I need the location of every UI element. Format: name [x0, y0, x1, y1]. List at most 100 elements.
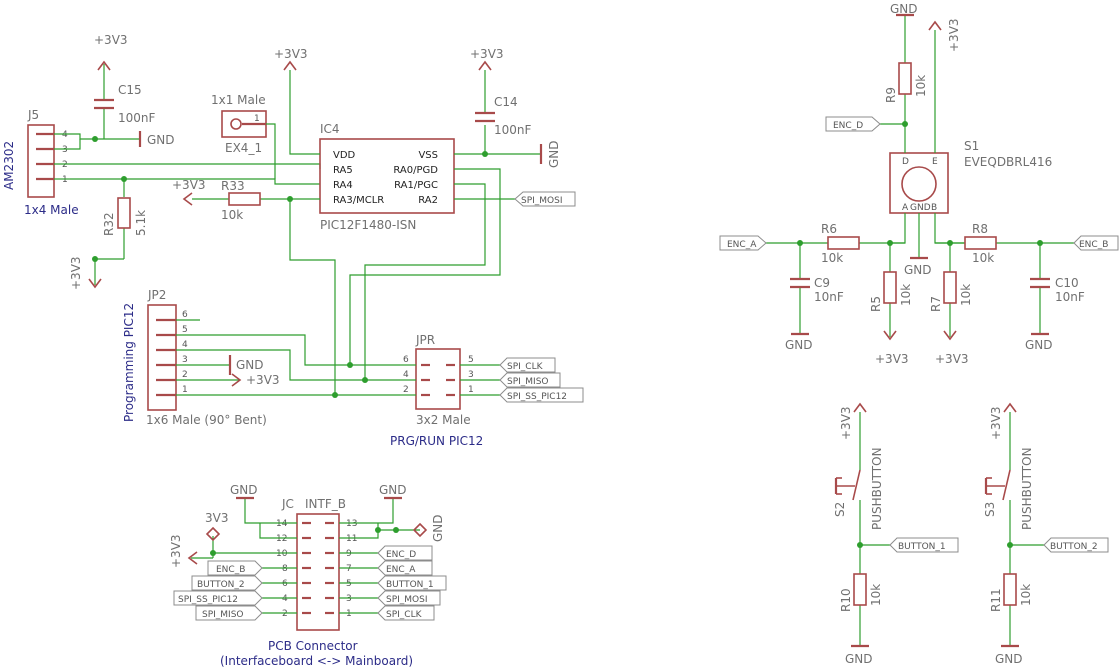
- jp2-ref: JP2: [147, 288, 166, 302]
- net-flag-spi-ss-left: SPI_SS_PIC12: [173, 590, 263, 606]
- s2-pushbutton: S2 PUSHBUTTON: [833, 412, 890, 646]
- net-label-enc-b: ENC_B: [216, 565, 245, 575]
- gnd-label: GND: [890, 2, 918, 16]
- junction: [482, 151, 488, 157]
- r9-ref: R9: [884, 87, 898, 103]
- gnd-label: GND: [995, 652, 1023, 666]
- jc-subtitle: (Interfaceboard <-> Mainboard): [220, 654, 413, 668]
- net-label-spi-clk: SPI_CLK: [507, 362, 544, 372]
- jpr-value: 3x2 Male: [416, 413, 471, 427]
- r10-ref: R10: [839, 588, 853, 612]
- vcc-supply: +3V3: [231, 373, 280, 387]
- net-flag-button-1-right: BUTTON_1: [377, 575, 447, 591]
- net-flag-spi-clk-right: SPI_CLK: [377, 605, 435, 621]
- s2-part: PUSHBUTTON: [870, 447, 884, 530]
- jc-pin-2: 2: [282, 609, 288, 619]
- s1-pin-e: E: [932, 157, 938, 167]
- jpr-wires: [400, 364, 500, 396]
- vcc-label: +3V3: [947, 18, 961, 52]
- net-flag-spi-mosi-right: SPI_MOSI: [377, 590, 441, 606]
- ic4-ref: IC4: [320, 122, 340, 136]
- jc-pin-10: 10: [276, 549, 288, 559]
- vcc-supply: +3V3: [470, 47, 504, 71]
- j5-pin-3: 3: [62, 145, 68, 155]
- vcc-supply: +3V3: [935, 330, 969, 366]
- s3-pushbutton: S3 PUSHBUTTON: [983, 412, 1044, 646]
- gnd-label: GND: [236, 358, 264, 372]
- gnd-supply: GND: [904, 256, 932, 277]
- r8-ref: R8: [972, 222, 988, 236]
- gnd-label: GND: [230, 483, 258, 497]
- ic4-chip: VDD RA5 RA4 RA3/MCLR VSS RA0/PGD RA1/PGC…: [319, 122, 455, 232]
- gnd-supply: GND: [138, 131, 175, 147]
- r10-value: 10k: [869, 584, 883, 606]
- vcc-label: +3V3: [172, 178, 206, 192]
- net-flag-enc-a: ENC_A: [719, 235, 767, 251]
- net-label-spi-miso: SPI_MISO: [202, 610, 244, 620]
- r32-ref: R32: [102, 212, 116, 236]
- gnd-supply: GND: [890, 2, 918, 17]
- jp2-pin-2: 2: [182, 370, 188, 380]
- v33-label: 3V3: [205, 511, 228, 525]
- gnd-supply: GND: [228, 355, 264, 375]
- jc-pin-5: 5: [346, 579, 352, 589]
- s1-pin-a: A: [902, 203, 909, 213]
- gnd-supply: GND: [230, 483, 258, 500]
- r11-ref: R11: [989, 588, 1003, 612]
- jc-pin-4: 4: [282, 594, 288, 604]
- j5-pin-1: 1: [62, 175, 68, 185]
- gnd-label: GND: [904, 263, 932, 277]
- vcc-label: +3V3: [989, 406, 1003, 440]
- jc-pin-1: 1: [346, 609, 352, 619]
- vcc-label: +3V3: [839, 406, 853, 440]
- gnd-supply: GND: [539, 140, 561, 168]
- jpr-ref: JPR: [415, 333, 435, 347]
- vcc-supply: +3V3: [928, 18, 961, 52]
- junction: [902, 121, 908, 127]
- vcc-label: +3V3: [69, 256, 83, 290]
- jpr-pin-4: 4: [403, 370, 409, 380]
- vcc-supply: +3V3: [274, 47, 308, 71]
- net-flag-enc-d-right: ENC_D: [377, 545, 433, 561]
- j5-ref: J5: [27, 108, 39, 122]
- v33-supply: 3V3: [205, 511, 228, 542]
- r33-ref: R33: [221, 179, 245, 193]
- jp2-part: Programming PIC12: [122, 303, 136, 422]
- vcc-supply: +3V3: [94, 33, 128, 71]
- junction: [332, 392, 338, 398]
- c15-capacitor: C15 100nF: [94, 83, 156, 125]
- ex4-ref: EX4_1: [225, 141, 262, 155]
- j5-value: 1x4 Male: [24, 203, 79, 217]
- net-flag-spi-clk: SPI_CLK: [499, 357, 556, 373]
- r11-resistor: R11 10k: [989, 573, 1033, 612]
- ic4-pin-ra3: RA3/MCLR: [333, 195, 384, 206]
- jc-pin-9: 9: [346, 549, 352, 559]
- c14-ref: C14: [494, 95, 518, 109]
- net-label-spi-ss: SPI_SS_PIC12: [507, 392, 567, 402]
- r5-ref: R5: [869, 296, 883, 312]
- ic4-wires: [192, 70, 540, 395]
- s3-ref: S3: [983, 502, 997, 517]
- r33-value: 10k: [221, 208, 243, 222]
- gnd-label: GND: [547, 140, 561, 168]
- r6-value: 10k: [821, 251, 843, 265]
- net-label-spi-mosi: SPI_MOSI: [521, 196, 563, 206]
- gnd-label: GND: [1025, 338, 1053, 352]
- s1-encoder: D E A GND B S1 EVEQDBRL416: [889, 139, 1052, 214]
- ic4-pin-ra0: RA0/PGD: [393, 165, 438, 176]
- s1-pin-b: B: [931, 203, 937, 213]
- ex4-header: 1 1x1 Male EX4_1: [211, 93, 267, 155]
- net-label-enc-b: ENC_B: [1079, 240, 1108, 250]
- junction: [347, 362, 353, 368]
- jpr-title: PRG/RUN PIC12: [390, 434, 483, 448]
- ic4-pin-ra5: RA5: [333, 165, 353, 176]
- net-label-spi-ss: SPI_SS_PIC12: [178, 595, 238, 605]
- net-flag-spi-ss: SPI_SS_PIC12: [499, 387, 584, 403]
- vcc-label: +3V3: [274, 47, 308, 61]
- ic4-part: PIC12F1480-ISN: [320, 218, 416, 232]
- jc-wires: [191, 498, 420, 614]
- r7-resistor: R7 10k: [929, 271, 973, 312]
- jc-ref: JC: [281, 497, 294, 511]
- vcc-supply: +3V3: [989, 402, 1017, 440]
